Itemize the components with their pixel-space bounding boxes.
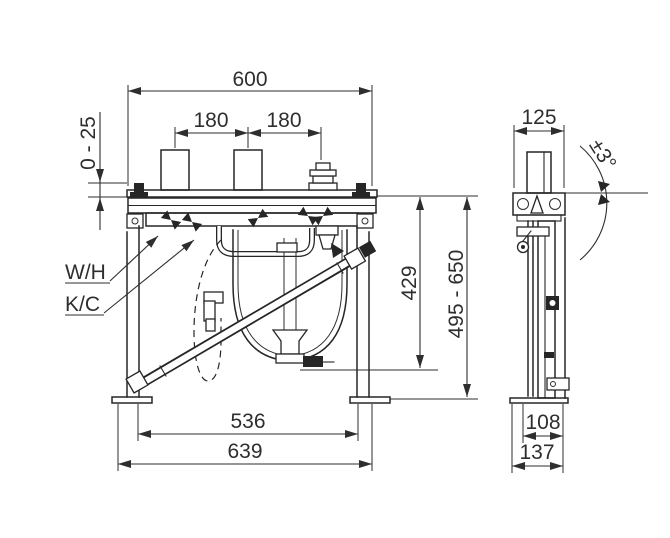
tap-post-left: [160, 149, 190, 191]
inlet-fitting: [308, 162, 338, 191]
frame-clamp-left: [126, 183, 148, 229]
front-dimension-labels: 600 180 180 0 - 25 W/H K/C 429 495 - 650…: [65, 68, 468, 463]
drain-outlet: [303, 356, 323, 367]
dim-label-tilt: ±3°: [584, 135, 620, 174]
leader-warm-water: [109, 235, 159, 282]
side-rail: [516, 217, 570, 399]
dim-label-top-adjustment: 0 - 25: [77, 116, 100, 170]
elbow-fitting: [203, 291, 224, 332]
basin-outline: [232, 229, 348, 367]
dim-label-drain-height: 429: [398, 265, 421, 300]
dim-label-tap-pitch-right: 180: [266, 109, 301, 132]
foot-plate-left: [111, 396, 153, 404]
dim-label-tap-pitch-left: 180: [193, 109, 228, 132]
leader-cold-water: [103, 239, 195, 314]
worktop: [126, 189, 378, 198]
valve-icons: [160, 206, 334, 232]
front-dimension-lines: [65, 87, 471, 468]
tilt-annotation: [556, 145, 648, 261]
tap-post-right: [233, 149, 263, 191]
dim-label-top-depth: 125: [521, 106, 556, 129]
dim-label-overall-width: 639: [227, 440, 262, 463]
drain-body: [275, 353, 305, 364]
side-tap-post: [526, 151, 552, 194]
label-cold-water: K/C: [65, 293, 100, 316]
side-bracket: [512, 192, 566, 222]
front-extension-lines: [88, 85, 478, 471]
side-view-structure: [509, 151, 570, 404]
dim-label-height-range: 495 - 650: [445, 250, 468, 339]
side-base-plate: [509, 397, 569, 404]
tundish: [271, 329, 309, 355]
floor-anchor: [546, 377, 570, 391]
side-extension-lines: [511, 125, 565, 473]
drop-fitting: [315, 225, 344, 258]
foot-plate-right: [349, 396, 391, 404]
side-dimension-labels: 125 ±3° 108 137: [519, 106, 620, 464]
label-warm-water: W/H: [65, 261, 106, 284]
front-view-structure: [111, 149, 391, 404]
flexible-hose: [193, 239, 222, 382]
side-dimension-lines: [512, 127, 648, 470]
frame-clamp-right: [352, 183, 374, 229]
dim-label-base-depth-outer: 137: [519, 441, 554, 464]
supply-pipe: [216, 226, 315, 257]
dim-label-base-depth-inner: 108: [525, 411, 560, 434]
basin-label-plate: [276, 242, 298, 253]
dim-label-leg-span: 536: [230, 410, 265, 433]
mounting-frame: [127, 197, 377, 227]
dim-label-total-width: 600: [232, 68, 267, 91]
diagonal-brace: [125, 240, 377, 394]
